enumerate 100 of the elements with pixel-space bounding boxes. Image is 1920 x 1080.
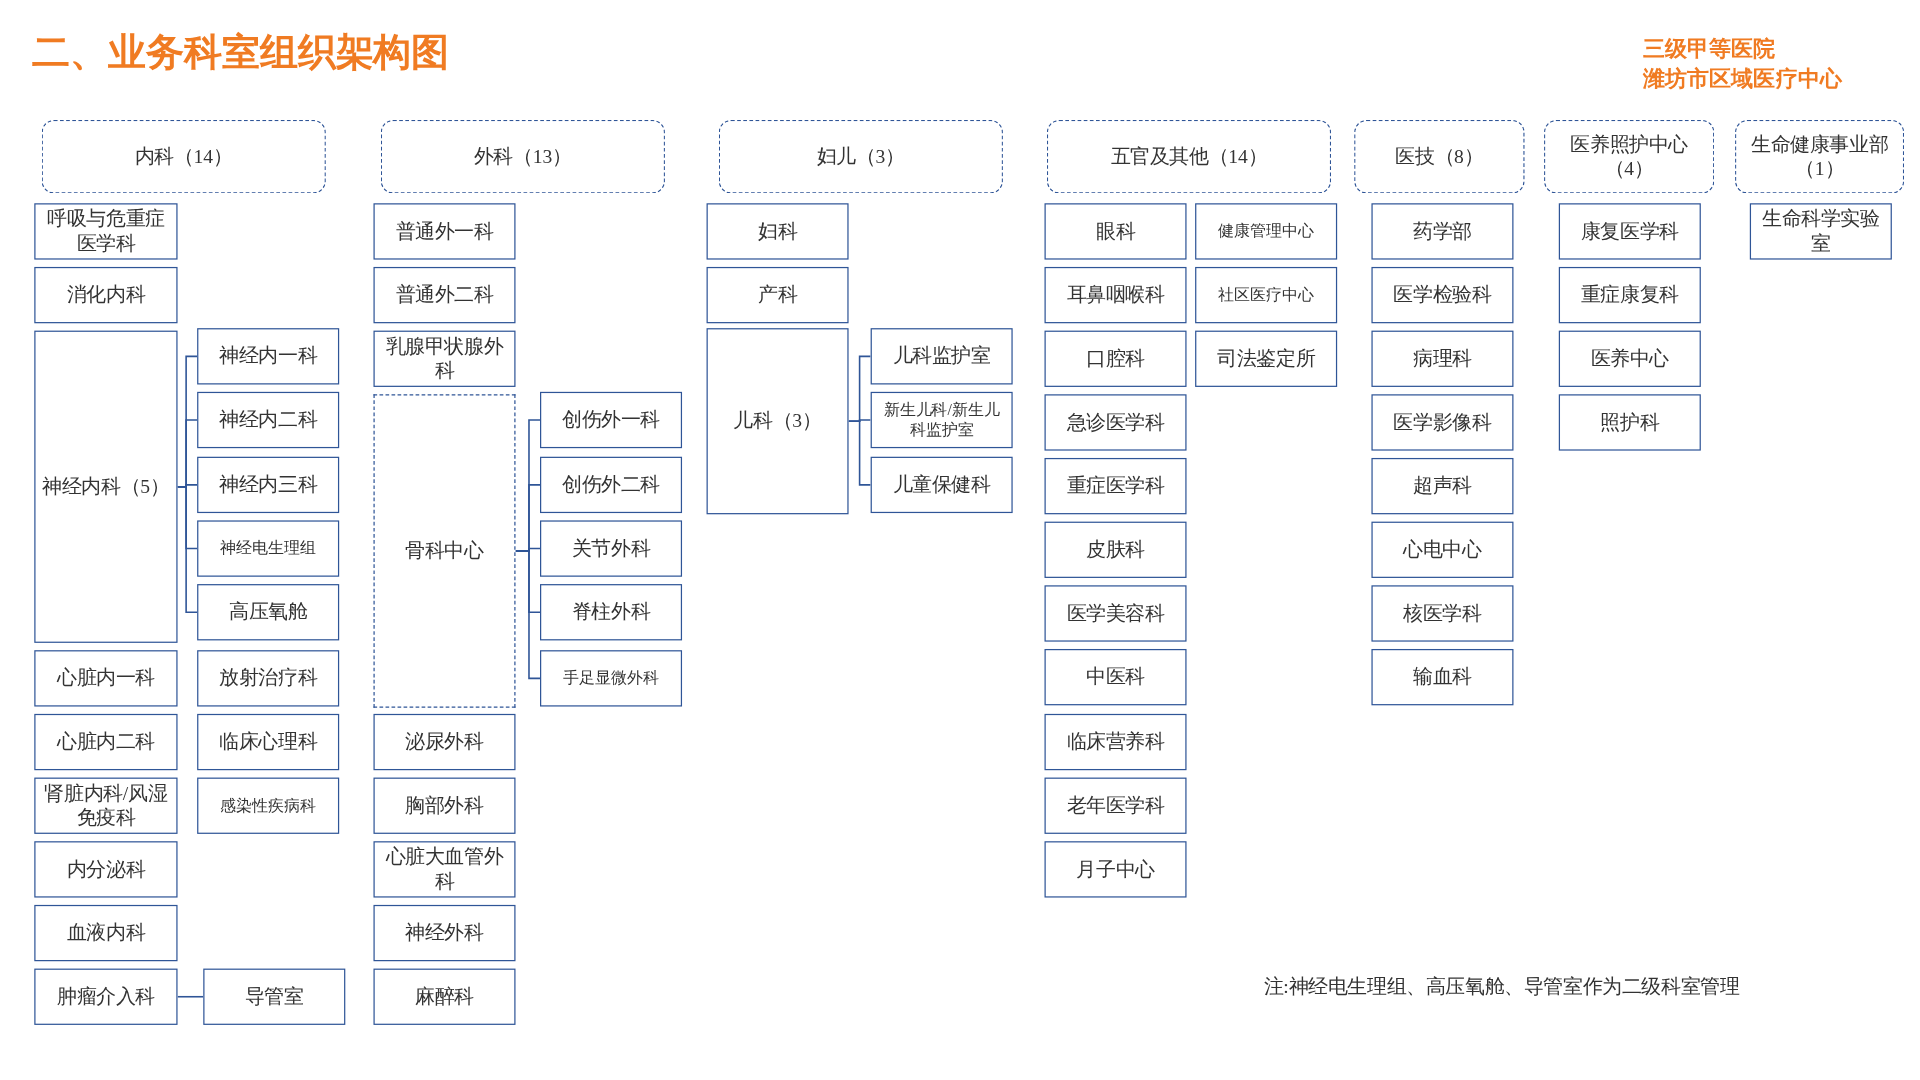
- department-name: 输血科: [1412, 665, 1473, 689]
- department-name: 手足显微外科: [562, 668, 660, 689]
- page-title: 二、业务科室组织架构图: [31, 29, 450, 76]
- department-name: 神经内二科: [218, 408, 319, 432]
- department-name: 月子中心: [1075, 857, 1156, 882]
- department-box: [34, 841, 178, 898]
- department-name: 创伤外二科: [561, 472, 661, 497]
- department-name: 重症康复科: [1579, 283, 1680, 307]
- department-box: [34, 713, 178, 771]
- department-name: 呼吸与危重症医学科: [46, 207, 166, 256]
- department-box: [1371, 585, 1514, 642]
- department-name: 神经电生理组: [219, 538, 317, 559]
- department-box: [1371, 330, 1514, 387]
- department-box: [1195, 203, 1338, 260]
- department-box: [197, 328, 340, 385]
- department-box: [1558, 266, 1701, 324]
- department-name: 心脏大血管外科: [384, 845, 505, 894]
- category-header: [1735, 120, 1905, 194]
- category-header: [380, 120, 665, 194]
- department-box: [540, 650, 683, 707]
- department-box: [373, 841, 516, 898]
- department-name: 儿科（3）: [732, 409, 823, 433]
- department-name: 心电中心: [1401, 537, 1483, 562]
- department-box: [197, 777, 340, 834]
- department-box: [1371, 649, 1514, 706]
- department-box: [540, 520, 683, 577]
- department-name: 普通外二科: [394, 283, 495, 307]
- department-name: 感染性疾病科: [219, 795, 317, 816]
- department-name: 麻醉科: [414, 984, 475, 1009]
- department-name: 内分泌科: [65, 857, 147, 882]
- department-name: 血液内科: [65, 921, 147, 945]
- department-box: [34, 330, 178, 643]
- department-name: 老年医学科: [1065, 793, 1166, 818]
- department-name: 核医学科: [1402, 601, 1483, 626]
- department-name: 泌尿外科: [404, 730, 485, 754]
- department-name: 医学美容科: [1065, 601, 1166, 626]
- department-name: 新生儿科/新生儿科监护室: [882, 400, 1001, 440]
- department-name: 司法鉴定所: [1216, 346, 1317, 371]
- department-box: [373, 330, 516, 387]
- department-box: [34, 777, 178, 834]
- category-name: 外科（13）: [472, 144, 573, 169]
- department-box: [1195, 266, 1338, 324]
- department-name: 超声科: [1412, 474, 1473, 498]
- department-box: [373, 904, 516, 962]
- connector-line: [514, 550, 541, 680]
- department-name: 临床心理科: [218, 730, 319, 754]
- department-box: [203, 968, 346, 1025]
- department-box: [706, 203, 849, 260]
- department-box: [34, 904, 178, 962]
- category-header: [1354, 120, 1525, 194]
- department-box: [1749, 203, 1892, 260]
- department-name: 医学检验科: [1392, 283, 1493, 307]
- department-name: 生命科学实验室: [1761, 207, 1881, 256]
- department-box: [1044, 266, 1187, 324]
- category-header: [1046, 120, 1332, 194]
- department-name: 心脏内一科: [55, 666, 156, 691]
- department-name: 骨科中心: [404, 539, 485, 563]
- department-box: [540, 391, 683, 449]
- department-name: 普通外一科: [394, 219, 495, 244]
- category-name: 五官及其他（14）: [1109, 144, 1269, 169]
- category-name: 医养照护中心（4）: [1569, 132, 1689, 181]
- department-box: [706, 328, 849, 515]
- category-header: [41, 120, 326, 194]
- department-name: 妇科: [756, 219, 799, 244]
- department-name: 急诊医学科: [1065, 410, 1166, 435]
- department-box: [706, 266, 849, 324]
- department-name: 重症医学科: [1065, 474, 1166, 498]
- department-name: 产科: [756, 283, 799, 307]
- department-box: [197, 520, 340, 577]
- department-name: 临床营养科: [1065, 730, 1166, 754]
- department-box: [1044, 841, 1187, 898]
- footnote: 注:神经电生理组、高压氧舱、导管室作为二级科室管理: [1263, 974, 1741, 999]
- department-box: [373, 968, 516, 1025]
- department-name: 神经内三科: [218, 472, 319, 497]
- department-box: [540, 584, 683, 641]
- department-box: [373, 777, 516, 834]
- department-name: 心脏内二科: [55, 730, 156, 754]
- department-box: [1371, 394, 1514, 451]
- department-box: [34, 203, 178, 260]
- department-box: [1044, 457, 1187, 515]
- category-name: 妇儿（3）: [815, 144, 906, 169]
- department-name: 胸部外科: [404, 793, 485, 818]
- department-box: [373, 266, 516, 324]
- department-box: [1044, 203, 1187, 260]
- department-name: 乳腺甲状腺外科: [384, 334, 505, 383]
- department-box: [1044, 521, 1187, 578]
- department-box: [197, 456, 340, 514]
- category-header: [718, 120, 1003, 194]
- department-name: 导管室: [243, 984, 305, 1009]
- department-box: [540, 456, 683, 514]
- department-box: [870, 391, 1013, 449]
- department-box: [1044, 713, 1187, 771]
- department-box: [1558, 203, 1701, 260]
- category-name: 医技（8）: [1394, 144, 1485, 169]
- category-header: [1544, 120, 1715, 194]
- department-box: [1044, 777, 1187, 834]
- department-name: 中医科: [1085, 665, 1146, 689]
- hospital-tagline: 三级甲等医院: [1643, 35, 1776, 64]
- department-name: 关节外科: [570, 536, 652, 561]
- department-name: 消化内科: [65, 283, 147, 307]
